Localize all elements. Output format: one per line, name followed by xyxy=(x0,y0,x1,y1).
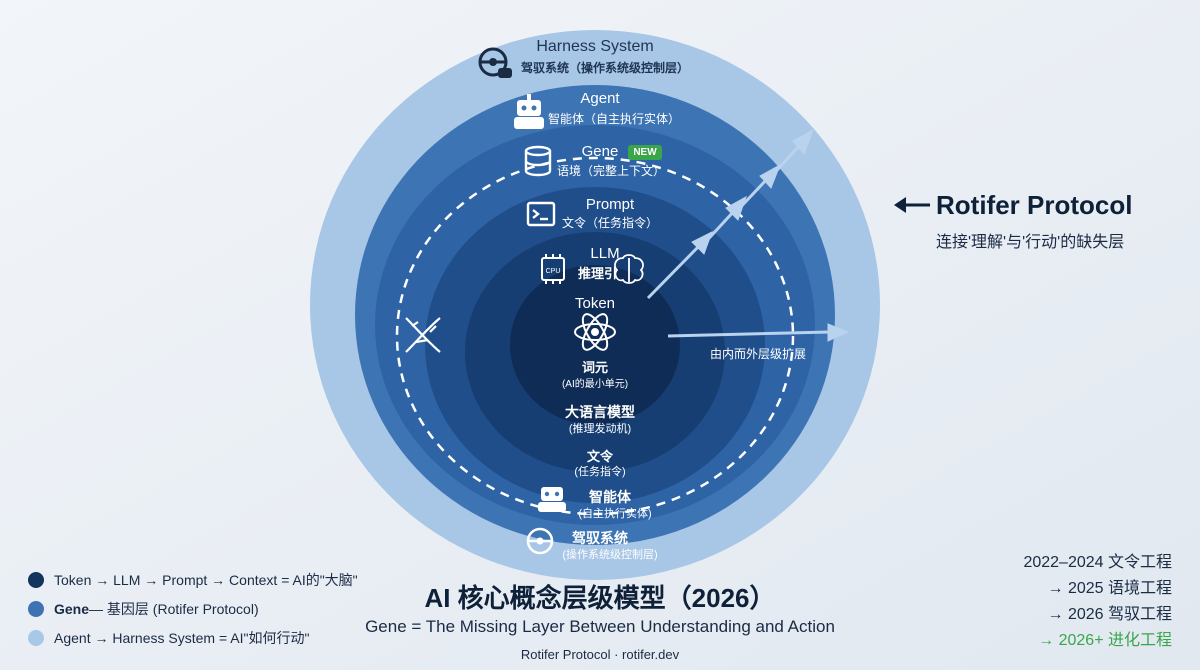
robot-icon xyxy=(514,94,544,129)
cpu-icon xyxy=(541,254,565,284)
atom-icon xyxy=(574,313,616,351)
harness-bottom-title: 驾驭系统 xyxy=(572,530,628,546)
token-bottom-title: 词元 xyxy=(581,360,608,375)
agent-title: Agent xyxy=(580,90,620,107)
steering-wheel-os-icon xyxy=(478,47,512,78)
gene-dashed-boundary xyxy=(395,156,795,516)
footer-title: AI 核心概念层级模型（2026） xyxy=(424,583,776,613)
cpu-label: CPU xyxy=(546,268,561,275)
timeline-item: 2022–2024 文令工程 xyxy=(1023,554,1172,571)
rotifer-subtitle: 连接'理解'与'行动'的缺失层 xyxy=(936,234,1125,251)
gene-subtitle: 语境（完整上下文） xyxy=(557,164,666,178)
llm-bottom-title: 大语言模型 xyxy=(565,404,635,420)
prompt-title: Prompt xyxy=(585,196,635,213)
rotifer-arrow xyxy=(894,197,930,213)
footer-credit: Rotifer Protocol · rotifer.dev xyxy=(520,647,680,662)
agent-subtitle: 智能体（自主执行实体） xyxy=(548,112,681,126)
brain-icon xyxy=(614,254,644,284)
timeline-item: → 2026+ 进化工程 xyxy=(1038,632,1172,649)
llm-bottom-subtitle: (推理发动机) xyxy=(568,423,632,435)
prompt-subtitle: 文令（任务指令） xyxy=(562,216,659,230)
token-bottom-subtitle: (AI的最小单元) xyxy=(561,379,629,390)
harness-title: Harness System xyxy=(536,38,654,55)
legend-item-brain: Token → LLM → Prompt → Context = AI的"大脑" xyxy=(28,565,358,594)
legend-dot-mid xyxy=(28,600,44,617)
gene-title: Gene xyxy=(581,143,619,160)
legend: Token → LLM → Prompt → Context = AI的"大脑"… xyxy=(28,565,358,652)
token-title: Token xyxy=(574,295,616,312)
bottom-steering-wheel-icon xyxy=(526,527,554,555)
agent-bottom-subtitle: (自主执行实体) xyxy=(578,508,652,520)
database-icon xyxy=(524,145,552,177)
footer-subtitle: Gene = The Missing Layer Between Underst… xyxy=(365,617,835,636)
dna-icon xyxy=(405,317,441,353)
legend-item-action: Agent → Harness System = AI"如何行动" xyxy=(28,623,358,652)
legend-text: Token → LLM → Prompt → Context = AI的"大脑" xyxy=(54,571,358,588)
timeline-item: → 2026 驾驭工程 xyxy=(1047,606,1173,623)
legend-dot-dark xyxy=(28,571,44,588)
rotifer-title: Rotifer Protocol xyxy=(936,190,1133,220)
prompt-bottom-subtitle: (任务指令) xyxy=(574,466,626,478)
legend-text: — 基因层 (Rotifer Protocol) xyxy=(89,600,259,617)
legend-item-gene: Gene — 基因层 (Rotifer Protocol) xyxy=(28,594,358,623)
timeline-item: → 2025 语境工程 xyxy=(1047,580,1173,597)
agent-bottom-title: 智能体 xyxy=(589,489,631,505)
legend-bold: Gene xyxy=(54,600,90,617)
timeline: 2022–2024 文令工程 → 2025 语境工程 → 2026 驾驭工程 →… xyxy=(1023,550,1172,654)
harness-bottom-subtitle: (操作系统级控制层) xyxy=(562,549,658,561)
llm-title: LLM xyxy=(590,245,620,262)
expansion-arrows xyxy=(646,128,850,342)
legend-text: Agent → Harness System = AI"如何行动" xyxy=(54,629,310,646)
legend-dot-light xyxy=(28,629,44,646)
prompt-bottom-title: 文令 xyxy=(586,449,613,464)
bottom-robot-icon xyxy=(538,487,566,512)
expand-label: 由内而外层级扩展 xyxy=(710,347,807,361)
new-badge: NEW xyxy=(628,145,662,160)
harness-subtitle: 驾驭系统（操作系统级控制层） xyxy=(520,61,689,75)
terminal-icon xyxy=(526,201,556,227)
llm-subtitle: 推理引 xyxy=(578,266,618,281)
